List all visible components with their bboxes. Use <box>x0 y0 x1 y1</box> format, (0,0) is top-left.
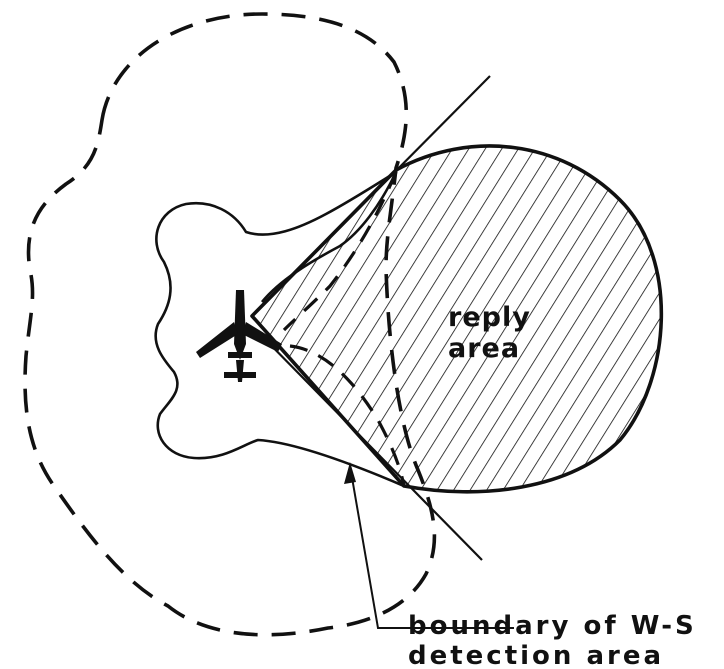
reply-area-label-line1: reply <box>448 302 531 333</box>
boundary-label-line2: detection area <box>408 641 664 669</box>
reply-area-label-line2: area <box>448 333 520 364</box>
boundary-label-line1: boundary of W-S <box>408 611 697 641</box>
